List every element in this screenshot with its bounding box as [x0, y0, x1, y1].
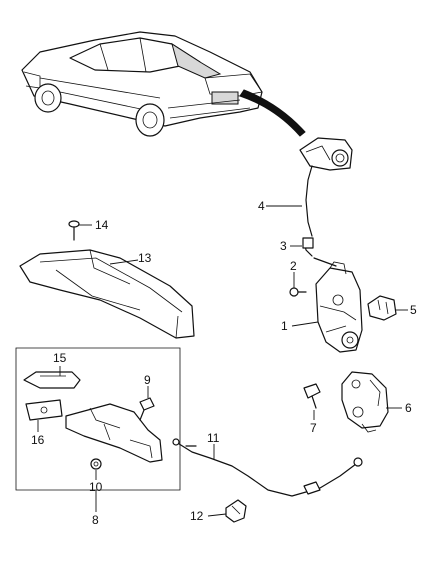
callout-8: 8 [92, 513, 99, 527]
callout-6: 6 [405, 401, 412, 415]
callout-14: 14 [95, 218, 109, 232]
clip-part-12 [225, 499, 247, 523]
callout-13: 13 [138, 251, 152, 265]
trunk-latch-assembly [313, 257, 363, 353]
callout-9: 9 [144, 373, 151, 387]
callout-11: 11 [207, 431, 220, 445]
fuel-door-latch-part-6 [341, 371, 389, 433]
callout-1: 1 [281, 319, 288, 333]
clip-part-14 [68, 220, 80, 241]
release-cover-part-13 [19, 249, 195, 339]
callout-16: 16 [31, 433, 45, 447]
bolt-part-2 [289, 287, 307, 297]
car-illustration [21, 31, 306, 137]
callout-2: 2 [290, 259, 297, 273]
trunk-lock-actuator [299, 137, 353, 237]
callout-3: 3 [280, 239, 287, 253]
striker-part-5 [367, 295, 397, 321]
release-cable-part-11 [172, 438, 363, 497]
callout-12: 12 [190, 509, 204, 523]
bolt-part-7 [303, 383, 321, 409]
callout-15: 15 [53, 351, 67, 365]
callout-5: 5 [410, 303, 417, 317]
lock-rod [302, 237, 314, 257]
callout-10: 10 [89, 480, 103, 494]
leader-lines [37, 205, 408, 517]
release-handle-assembly-box [15, 347, 181, 491]
callout-7: 7 [310, 421, 317, 435]
callout-4: 4 [258, 199, 265, 213]
